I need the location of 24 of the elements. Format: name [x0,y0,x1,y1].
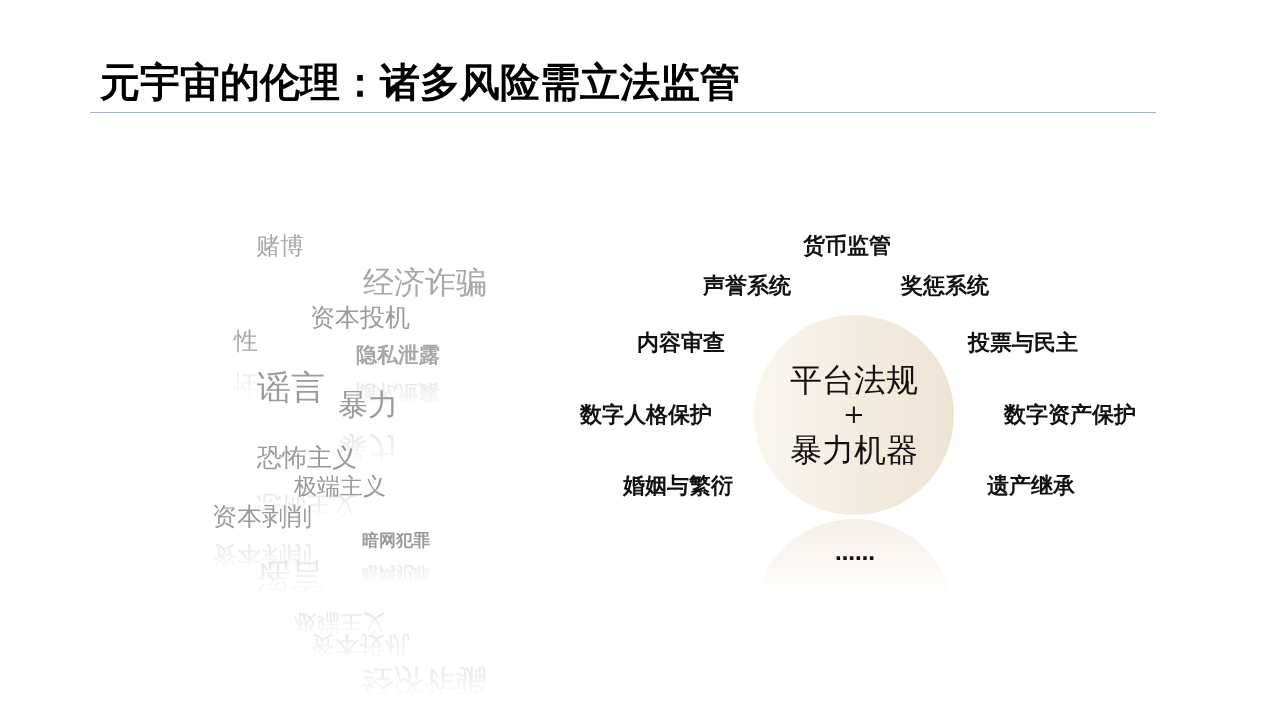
word-cloud-term: 暗网犯罪 [362,531,430,551]
center-text: 暴力机器 [790,430,918,469]
topic-label: 声誉系统 [703,273,791,299]
topic-label: 奖惩系统 [901,273,989,299]
topic-label: 遗产继承 [987,473,1075,499]
word-cloud-term: 性 [234,328,258,356]
topic-label: 数字人格保护 [580,402,712,428]
word-cloud-term: 极端主义 [294,472,386,500]
slide-title: 元宇宙的伦理：诸多风险需立法监管 [100,60,740,104]
topic-label: 内容审查 [637,330,725,356]
topic-label: 数字资产保护 [1004,402,1136,428]
word-cloud-term: 资本剥削 [212,502,312,532]
topic-label: 货币监管 [803,233,891,259]
word-cloud-term: 谣言 [257,368,325,408]
word-cloud-term: 赌博 [256,233,304,261]
word-cloud-term: 暴力 [338,387,398,423]
word-cloud-term: 资本投机 [310,303,410,333]
plus-sign: + [843,399,865,431]
topic-label: 婚姻与繁衍 [623,473,733,499]
center-text: 平台法规 [790,361,918,400]
word-cloud-term: 隐私泄露 [356,342,440,368]
word-cloud-term: 经济诈骗 [363,265,487,301]
ellipsis-text: …… [835,541,875,565]
word-cloud-term: 恐怖主义 [257,443,357,473]
